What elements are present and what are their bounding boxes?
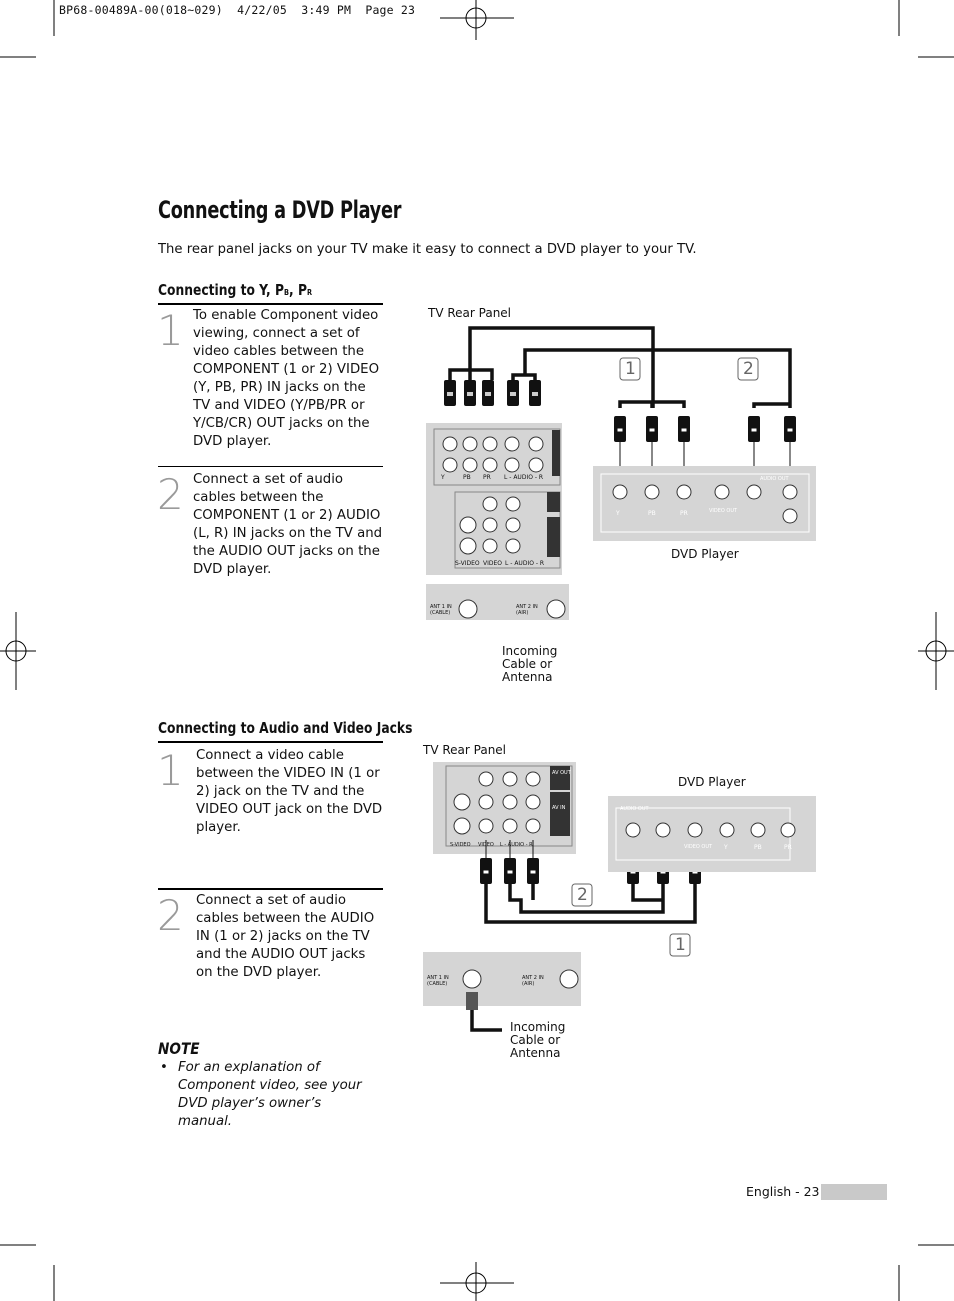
tv-jack-label-video: VIDEO <box>483 560 503 567</box>
step-text: To enable Component video viewing, conne… <box>193 308 380 449</box>
section2-heading: Connecting to Audio and Video Jacks <box>158 719 413 737</box>
dvd-jack-y: Y <box>616 510 620 517</box>
component-connection-diagram <box>426 326 816 620</box>
note-text: For an explanation of Component video, s… <box>178 1060 362 1129</box>
callout-2: 2 <box>743 359 754 379</box>
tv-side-av-out: AV OUT <box>552 770 571 776</box>
dvd-jack-video-out: VIDEO OUT <box>684 844 713 850</box>
tv-jack-label-audio: L - AUDIO - R <box>504 474 544 481</box>
footer-bar <box>821 1184 887 1200</box>
note-heading: NOTE <box>158 1039 200 1058</box>
tv-jack-label-video: VIDEO <box>478 842 494 848</box>
tv-jack-label-pr: PR <box>483 474 491 481</box>
ant1-label: ANT 1 IN(CABLE) <box>430 604 452 616</box>
page-number: English - 23 <box>746 1184 820 1199</box>
tv-jack-label-pb: PB <box>463 474 471 481</box>
tv-side-av-in: AV IN <box>552 805 566 811</box>
tv-rear-panel-label: TV Rear Panel <box>428 306 512 320</box>
step-number: 2 <box>157 891 184 940</box>
tv-rear-panel-label: TV Rear Panel <box>423 743 507 757</box>
dvd-jack-pr: PR <box>784 844 792 851</box>
av-connection-diagram <box>423 762 816 1032</box>
dvd-player-label: DVD Player <box>671 547 739 561</box>
dvd-jack-pb: PB <box>754 844 762 851</box>
step-number: 1 <box>157 746 184 795</box>
section1-heading: Connecting to Y, PB, PR <box>158 281 313 299</box>
tv-jack-label-svideo: S-VIDEO <box>450 842 471 848</box>
tv-jack-label-svideo: S-VIDEO <box>455 560 480 567</box>
dvd-jack-pb: PB <box>648 510 656 517</box>
ant2-label: ANT 2 IN(AIR) <box>522 975 544 987</box>
tv-jack-label-audio2: L - AUDIO - R <box>505 560 545 567</box>
tv-jack-label-audio: L - AUDIO - R <box>500 842 533 848</box>
dvd-jack-pr: PR <box>680 510 688 517</box>
ant1-label: ANT 1 IN(CABLE) <box>427 975 449 987</box>
step-divider <box>158 466 383 467</box>
dvd-jack-y: Y <box>724 844 728 851</box>
dvd-player-label: DVD Player <box>678 775 746 789</box>
step-number: 1 <box>157 306 184 355</box>
callout-2: 2 <box>577 885 588 905</box>
callout-1: 1 <box>625 359 636 379</box>
callout-1: 1 <box>675 935 686 955</box>
step-text: Connect a set of audio cables between th… <box>193 472 383 577</box>
dvd-jack-audio-out: AUDIO OUT <box>620 806 649 812</box>
print-slug: BP68-00489A-00(018~029) 4/22/05 3:49 PM … <box>59 3 416 17</box>
section1-rule <box>158 303 383 305</box>
ant2-label: ANT 2 IN(AIR) <box>516 604 538 616</box>
dvd-jack-audio-out: AUDIO OUT <box>760 476 789 482</box>
page-title: Connecting a DVD Player <box>158 196 402 224</box>
step-text: Connect a video cable between the VIDEO … <box>196 748 383 835</box>
tv-jack-label-y: Y <box>441 474 445 481</box>
intro-text: The rear panel jacks on your TV make it … <box>158 242 697 257</box>
note-bullet: • <box>160 1060 168 1075</box>
section2-rule <box>158 741 383 743</box>
step-number: 2 <box>157 470 184 519</box>
step-divider <box>158 888 383 890</box>
dvd-jack-video-out: VIDEO OUT <box>709 508 738 514</box>
step-text: Connect a set of audio cables between th… <box>196 893 375 980</box>
